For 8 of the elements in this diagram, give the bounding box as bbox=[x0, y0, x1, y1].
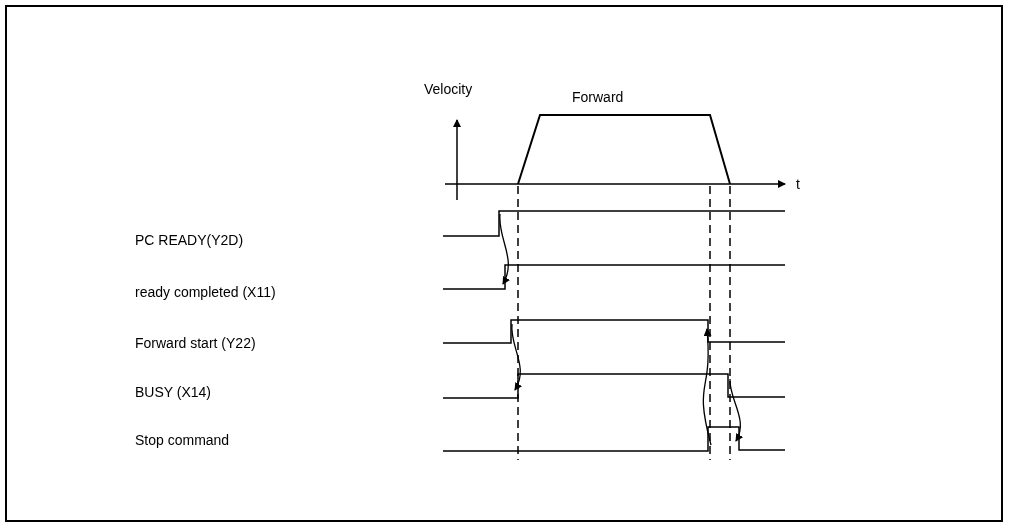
axis-label: Forward bbox=[572, 88, 624, 106]
signal-label: Forward start (Y22) bbox=[135, 334, 256, 352]
signal-label: BUSY (X14) bbox=[135, 383, 211, 401]
signal-label: PC READY(Y2D) bbox=[135, 231, 244, 249]
axis-label: t bbox=[796, 175, 800, 193]
axis-label: Velocity bbox=[424, 80, 473, 98]
signal-label: Stop command bbox=[135, 431, 230, 449]
signal-label: ready completed (X11) bbox=[135, 283, 276, 301]
